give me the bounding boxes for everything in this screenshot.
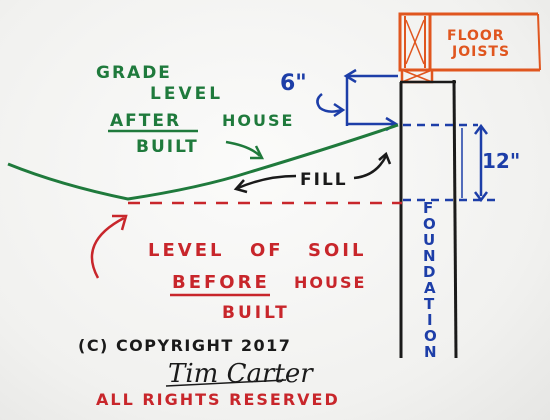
rights-text: ALL RIGHTS RESERVED (96, 390, 340, 409)
six-inch-dimension (316, 68, 399, 132)
grade-label-after: AFTER (110, 111, 181, 131)
twelve-inch-label: 12" (482, 149, 520, 173)
foundation-letter: U (423, 231, 435, 249)
fill-arrows (233, 151, 392, 194)
soil-label-of: OF (250, 240, 284, 261)
grade-label-2: LEVEL (150, 84, 223, 104)
soil-label-before: BEFORE (172, 272, 270, 293)
grade-label-house: HOUSE (222, 111, 294, 130)
foundation-letter: N (424, 343, 437, 361)
foundation-letter: O (423, 215, 436, 233)
floor-joists-label-1: FLOOR (447, 28, 505, 44)
soil-label-level: LEVEL (148, 240, 224, 261)
foundation-letter: N (423, 247, 436, 265)
foundation-letter: O (424, 327, 437, 345)
soil-arrowhead (112, 214, 128, 231)
grade-arrowhead (250, 145, 265, 160)
soil-label-built: BUILT (222, 303, 290, 323)
grade-label-built: BUILT (136, 137, 199, 157)
twelve-inch-dimension (403, 123, 496, 203)
floor-joists-label-2: JOISTS (451, 44, 510, 60)
grade-line (7, 123, 399, 201)
foundation-letter: A (424, 279, 436, 297)
foundation-letter: F (423, 199, 433, 217)
soil-label-soil: SOIL (308, 240, 366, 261)
soil-arrow (90, 216, 125, 279)
foundation-label: F O U N D A T I O N (423, 199, 437, 361)
grade-arrow (225, 140, 261, 157)
foundation-letter: D (423, 263, 435, 281)
fill-label: FILL (300, 170, 348, 190)
signature-underline (165, 379, 287, 387)
copyright-text: (C) COPYRIGHT 2017 (78, 336, 291, 355)
foundation-wall (399, 79, 458, 359)
soil-label-house: HOUSE (294, 273, 366, 292)
foundation-letter: T (424, 295, 435, 313)
grade-label-1: GRADE (96, 63, 172, 83)
foundation-letter: I (427, 311, 433, 329)
six-inch-label: 6" (280, 71, 307, 96)
sill-plate (400, 68, 434, 84)
